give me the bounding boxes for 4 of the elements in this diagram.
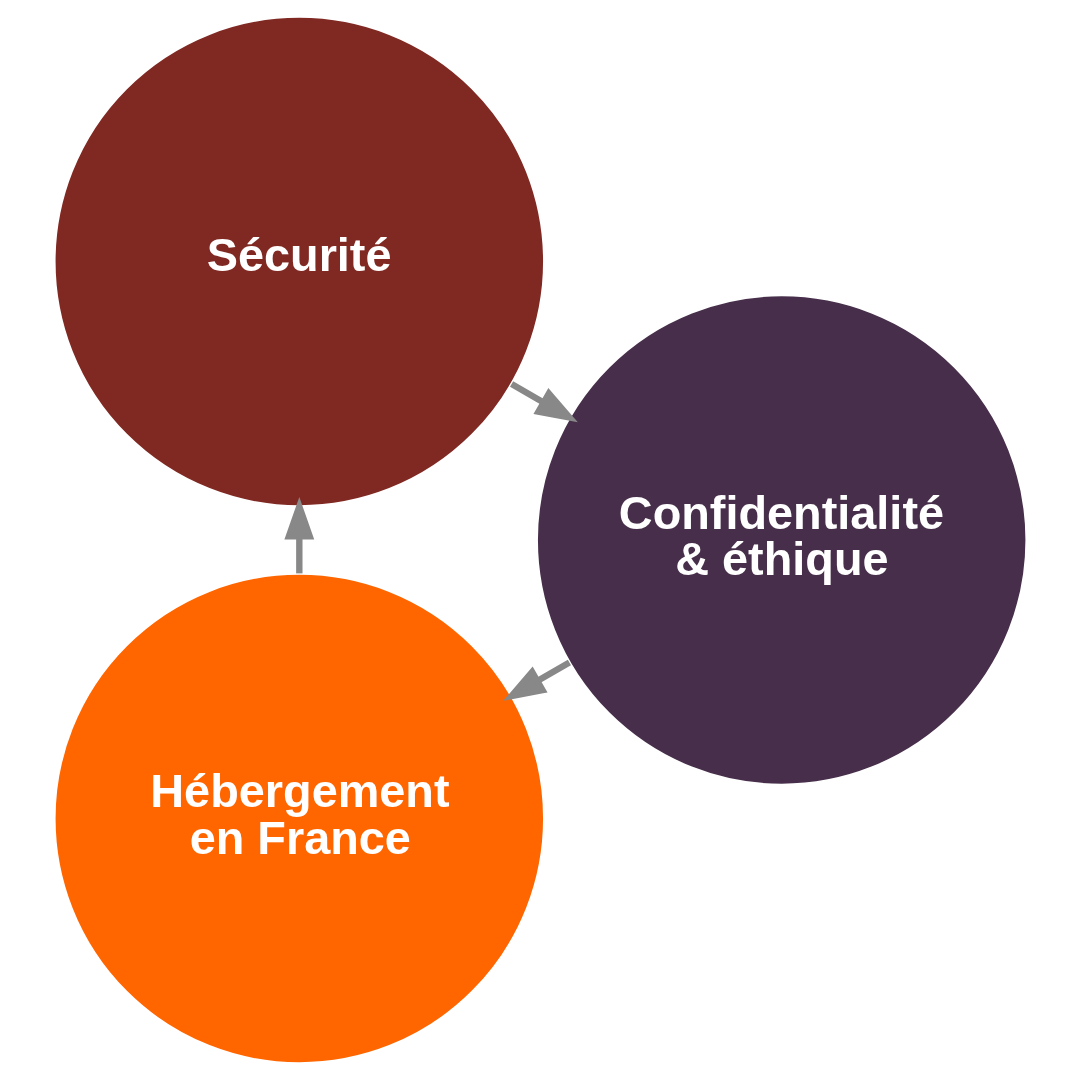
arrow	[509, 381, 578, 423]
arrow	[283, 496, 314, 574]
node-circle: Hébergement en France	[52, 572, 545, 1065]
arrow	[502, 659, 571, 701]
